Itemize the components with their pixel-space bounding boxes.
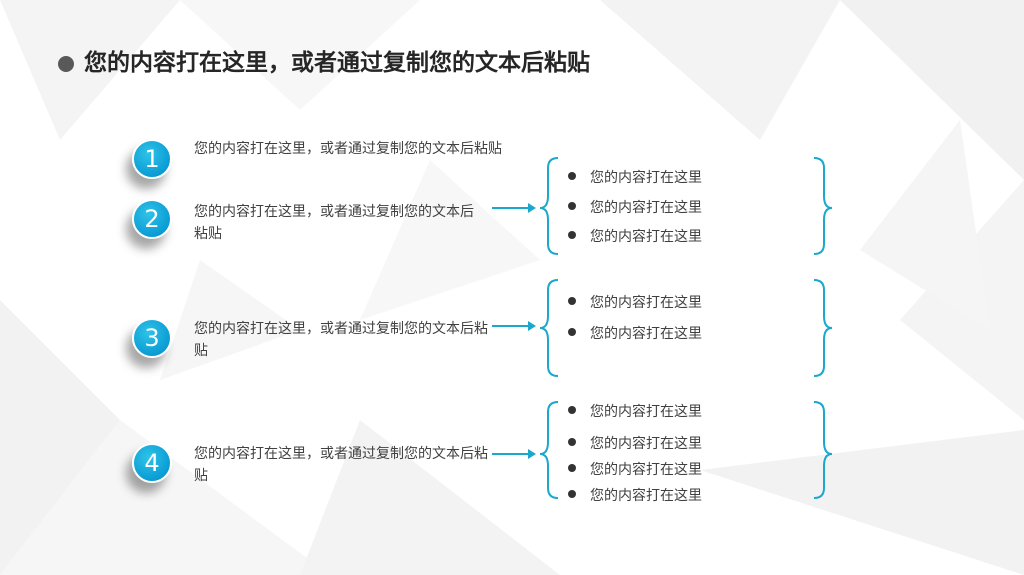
bullet-item: 您的内容打在这里 (568, 435, 702, 453)
item-text-4: 您的内容打在这里，或者通过复制您的文本后粘贴 (194, 446, 488, 484)
bullet-dot-icon (568, 297, 576, 305)
bullet-item: 您的内容打在这里 (568, 228, 702, 246)
bullet-group-1: 您的内容打在这里 您的内容打在这里 您的内容打在这里 (540, 156, 834, 256)
number-badge-2: 2 (132, 199, 172, 239)
title-bullet-icon (58, 56, 74, 72)
number-badge-4: 4 (132, 443, 172, 483)
bullet-group-2: 您的内容打在这里 您的内容打在这里 (540, 278, 834, 378)
bullet-dot-icon (568, 231, 576, 239)
bullet-dot-icon (568, 172, 576, 180)
bullet-item: 您的内容打在这里 (568, 169, 702, 187)
bullet-dot-icon (568, 490, 576, 498)
arrow-right-icon (492, 449, 536, 459)
bullet-item: 您的内容打在这里 (568, 325, 702, 343)
bullet-dot-icon (568, 202, 576, 210)
arrow-right-icon (492, 203, 536, 213)
bullet-dot-icon (568, 464, 576, 472)
bracket-icon (540, 279, 833, 377)
bracket-icon (540, 401, 833, 499)
bullet-item: 您的内容打在这里 (568, 403, 702, 421)
number-badge-3: 3 (132, 318, 172, 358)
arrow-right-icon (492, 321, 536, 331)
item-text-3: 您的内容打在这里，或者通过复制您的文本后粘贴 (194, 321, 488, 359)
item-text-1: 您的内容打在这里，或者通过复制您的文本后粘贴 (194, 141, 502, 157)
bullet-item: 您的内容打在这里 (568, 199, 702, 217)
bullet-item: 您的内容打在这里 (568, 461, 702, 479)
bracket-icon (540, 157, 833, 255)
bullet-dot-icon (568, 438, 576, 446)
bullet-dot-icon (568, 406, 576, 414)
number-badge-1: 1 (132, 139, 172, 179)
bullet-dot-icon (568, 328, 576, 336)
item-text-2: 您的内容打在这里，或者通过复制您的文本后粘贴 (194, 204, 474, 242)
bullet-group-3: 您的内容打在这里 您的内容打在这里 您的内容打在这里 您的内容打在这里 (540, 400, 834, 504)
bullet-item: 您的内容打在这里 (568, 294, 702, 312)
bullet-item: 您的内容打在这里 (568, 487, 702, 505)
page-title: 您的内容打在这里，或者通过复制您的文本后粘贴 (84, 50, 590, 76)
